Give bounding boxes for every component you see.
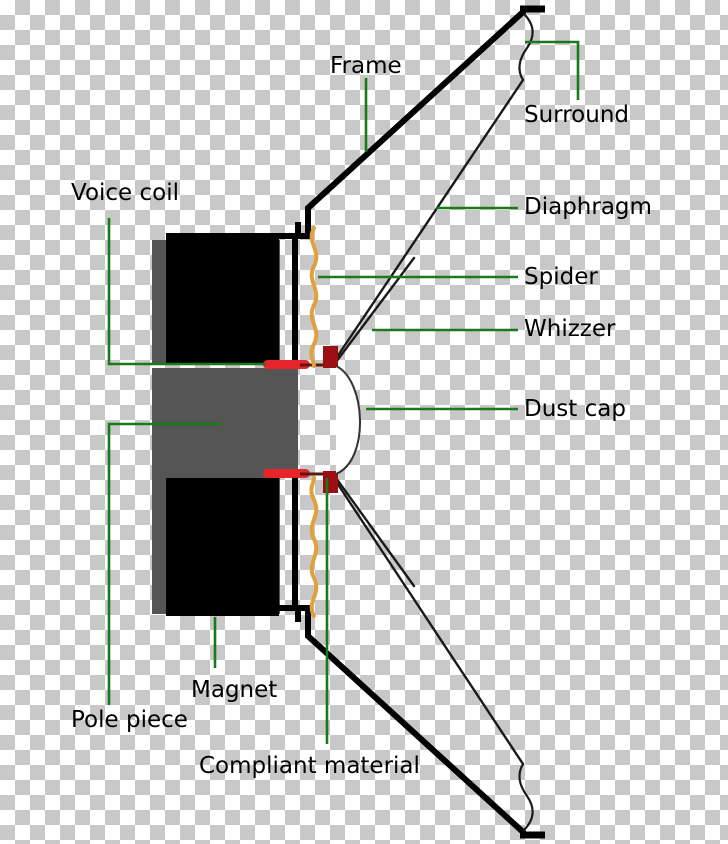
magnet-lower — [166, 478, 279, 616]
label-dust-cap: Dust cap — [524, 396, 626, 422]
coil-former-lower — [323, 471, 338, 493]
voice-coil-lower — [263, 469, 310, 478]
label-compliant-material: Compliant material — [199, 753, 420, 779]
label-whizzer: Whizzer — [524, 316, 616, 342]
coil-former-upper — [323, 346, 338, 368]
frame-bottom-outline — [295, 605, 526, 838]
pole-core — [152, 368, 298, 474]
diaphragm-bottom — [333, 478, 525, 766]
frame-top-outline — [295, 6, 526, 239]
frame-leg-upper — [279, 233, 298, 365]
label-frame: Frame — [330, 53, 402, 79]
coil-former-group — [323, 346, 338, 493]
label-surround: Surround — [524, 102, 630, 128]
dust-cap — [335, 365, 361, 475]
surround-top — [518, 12, 534, 82]
voice-coil-upper — [263, 360, 310, 369]
diaphragm-top — [333, 78, 525, 362]
magnet-group — [166, 233, 279, 616]
label-magnet: Magnet — [191, 677, 278, 703]
spider-top — [309, 226, 319, 368]
label-diaphragm: Diaphragm — [524, 194, 652, 220]
leader-surround — [525, 40, 580, 100]
frame-motor-legs — [279, 233, 298, 611]
leader-pole-piece — [107, 422, 222, 705]
magnet-upper — [166, 233, 279, 363]
whizzer-top — [334, 256, 416, 364]
label-spider: Spider — [524, 264, 598, 290]
whizzer-bottom — [334, 476, 416, 588]
label-voice-coil: Voice coil — [71, 180, 180, 206]
frame-leg-lower — [279, 478, 298, 611]
surround-bottom — [518, 762, 534, 832]
label-pole-piece: Pole piece — [71, 707, 188, 733]
leader-voice-coil — [107, 218, 266, 366]
spider-bottom — [309, 476, 319, 618]
frame-bottom-group — [295, 605, 545, 839]
frame-top-group — [295, 5, 545, 239]
